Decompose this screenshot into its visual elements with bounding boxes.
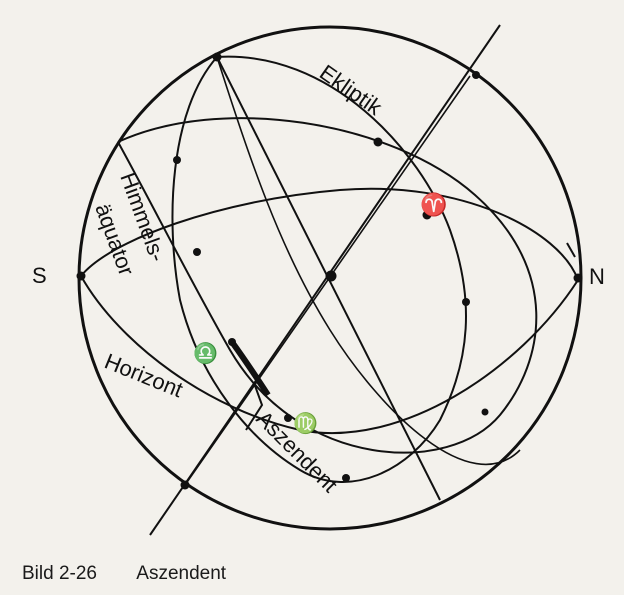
aries-symbol: ♈ [420,192,447,217]
figure-title: Aszendent [136,563,226,585]
south-label: S [32,263,47,288]
ascendant-segment [232,342,268,395]
secondary-circle-line [185,76,470,485]
right-point [462,298,470,306]
equator-point-2 [193,248,201,256]
ecliptic-pole-point [181,481,190,490]
figure-number: Bild 2-26 [22,563,97,585]
virgo-symbol: ♍ [293,411,318,435]
libra-point [228,338,236,346]
center-point [326,271,337,282]
ecliptic-label: Ekliptik [315,60,387,121]
lower-right-point [482,409,489,416]
figure-caption: Bild 2-26 Aszendent [22,563,226,585]
celestial-equator-circle [118,118,536,452]
ecliptic-circle [172,57,466,482]
horizon-label: Horizont [101,348,186,402]
zenith-point [213,53,222,62]
equator-point-1 [173,156,181,164]
south-point [77,272,86,281]
lower-point [342,474,350,482]
libra-symbol: ♎ [193,341,218,365]
pole-point [472,71,480,79]
north-tick [567,243,575,257]
marker-points [77,53,583,490]
ecliptic-point-1 [374,138,383,147]
north-point [574,274,583,283]
north-label: N [589,264,605,289]
